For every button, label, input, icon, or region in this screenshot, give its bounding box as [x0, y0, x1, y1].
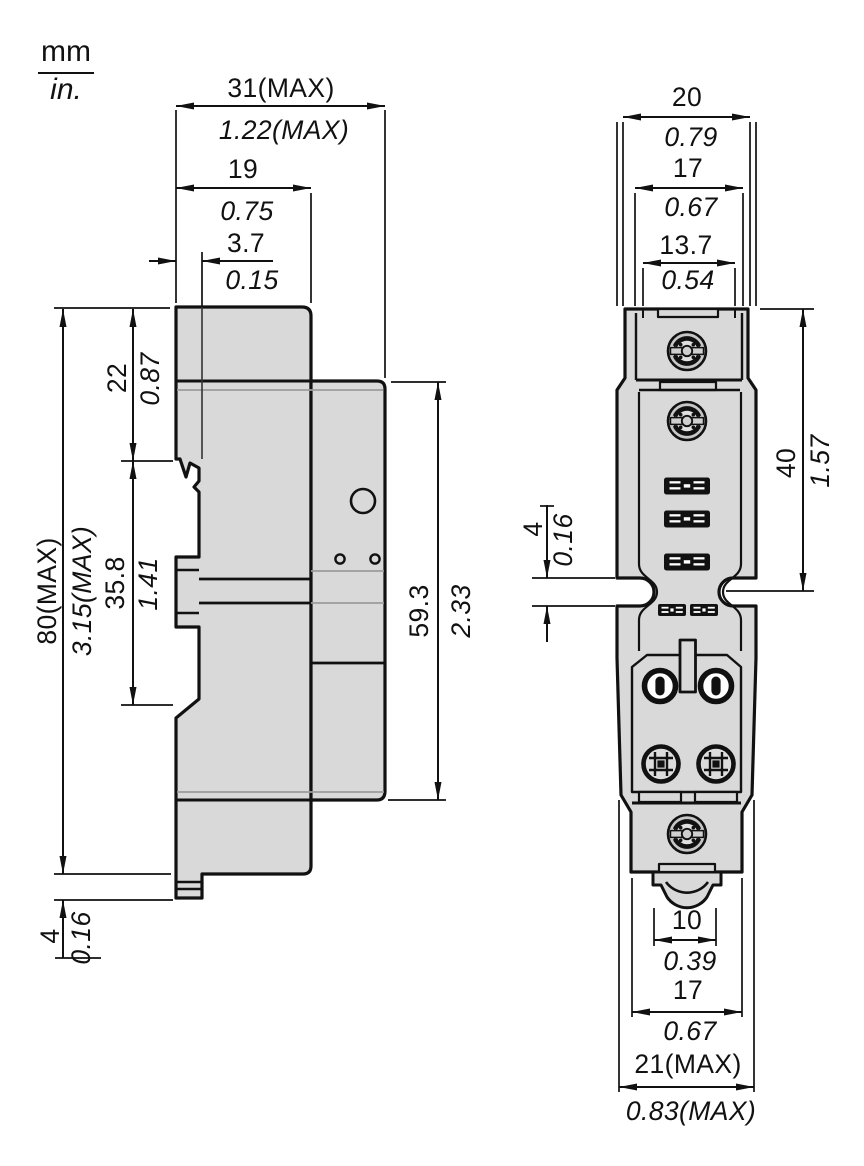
dim-59-3-in-label: 2.33	[445, 584, 476, 638]
side-view-body	[174, 305, 387, 900]
dim-3-7-mm-label: 3.7	[226, 227, 266, 258]
front-lower-panel	[630, 653, 743, 794]
front-view-body	[615, 307, 758, 910]
dim-17-top-mm-label: 17	[672, 152, 704, 183]
dim-19-mm-label: 19	[227, 153, 259, 184]
dim-35-8-in-label: 1.41	[132, 557, 163, 611]
screw-icon	[668, 402, 706, 440]
side-body-right-part	[309, 379, 387, 802]
dim-22-in-label: 0.87	[134, 352, 165, 406]
dim-21max-mm-label: 21(MAX)	[634, 1048, 742, 1079]
dim-17-top-in-label: 0.67	[664, 191, 718, 222]
dim-10-mm-label: 10	[671, 904, 703, 935]
unit-mm-label: mm	[38, 36, 94, 74]
connector-slot-icon	[664, 477, 710, 495]
dim-17-bottom-mm-label: 17	[672, 974, 704, 1005]
side-view	[54, 102, 446, 959]
dim-59-3-mm-label: 59.3	[403, 584, 434, 638]
connector-slot-small-icon	[658, 604, 686, 616]
dim-4-side-in-label: 0.16	[65, 911, 96, 965]
din-clip-tab	[651, 870, 723, 910]
dim-40-in-label: 1.57	[804, 434, 835, 488]
front-body-outline	[615, 307, 758, 874]
dim-20-mm-label: 20	[671, 81, 703, 112]
dim-40-mm-label: 40	[770, 447, 801, 479]
dim-31max-in-label: 1.22(MAX)	[218, 114, 350, 145]
terminal-screw-icon	[644, 747, 679, 782]
front-view	[532, 113, 814, 1092]
connector-slot-small-icon	[690, 604, 718, 616]
terminal-screw-icon	[699, 747, 734, 782]
front-center-slot	[678, 638, 697, 694]
dim-31max-mm-label: 31(MAX)	[227, 72, 335, 103]
side-view-dimensions	[54, 102, 446, 959]
dim-10-in-label: 0.39	[663, 945, 717, 976]
dim-19-in-label: 0.75	[220, 195, 274, 226]
dim-4-front-in-label: 0.16	[547, 513, 578, 567]
dim-13-7-mm-label: 13.7	[659, 229, 713, 260]
dim-22-mm-label: 22	[101, 362, 132, 394]
dim-17-bottom-in-label: 0.67	[663, 1015, 717, 1046]
screw-icon	[668, 815, 706, 853]
side-hole-small-right	[369, 553, 381, 565]
dim-3-7-in-label: 0.15	[225, 264, 279, 295]
dim-20-in-label: 0.79	[664, 121, 718, 152]
terminal-icon	[701, 671, 732, 702]
dim-21max-in-label: 0.83(MAX)	[625, 1095, 757, 1126]
unit-legend: mm in.	[36, 36, 96, 105]
dim-4-front-mm-label: 4	[517, 521, 548, 537]
dim-80max-in-label: 3.15(MAX)	[66, 525, 97, 657]
dim-35-8-mm-label: 35.8	[99, 556, 130, 610]
dim-80max-mm-label: 80(MAX)	[31, 537, 62, 645]
connector-slot-icon	[664, 510, 710, 528]
terminal-icon	[645, 671, 676, 702]
dim-4-side-mm-label: 4	[34, 928, 65, 944]
unit-in-label: in.	[50, 72, 82, 106]
side-hole-large	[349, 487, 377, 515]
dim-13-7-in-label: 0.54	[661, 264, 715, 295]
connector-slot-icon	[664, 553, 710, 571]
side-hole-small-left	[334, 553, 346, 565]
front-view-dimensions	[532, 113, 814, 1092]
screw-icon	[668, 332, 706, 370]
